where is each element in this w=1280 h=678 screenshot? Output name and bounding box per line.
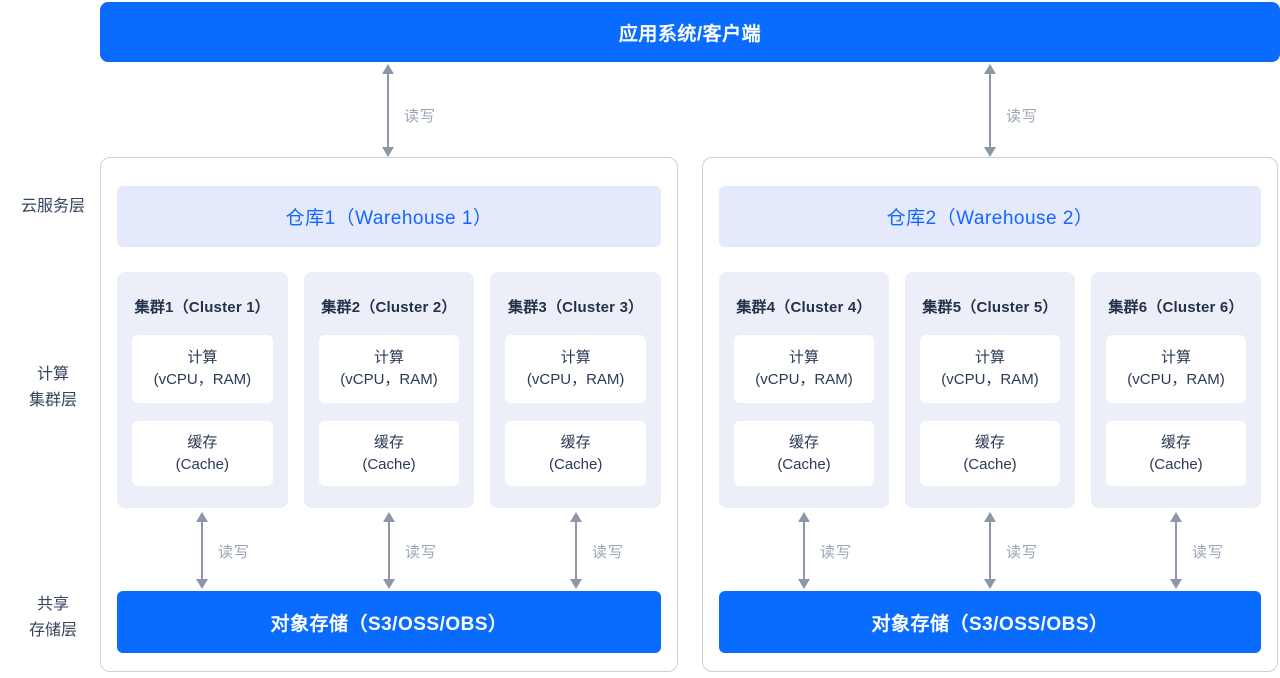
readwrite-label: 读写 [820,544,853,561]
readwrite-label: 读写 [592,544,625,561]
cache-name: 缓存 [1160,433,1191,451]
cluster-card-6: 集群6（Cluster 6） 计算 (vCPU，RAM) 缓存 (Cache) [1091,272,1261,508]
compute-detail: (vCPU，RAM) [153,371,252,388]
cache-detail: (Cache) [362,455,416,473]
compute-detail: (vCPU，RAM) [755,371,853,388]
compute-box: 计算 (vCPU，RAM) [1106,335,1246,403]
arrow-shaft [575,519,577,582]
cache-detail: (Cache) [549,455,603,473]
cluster-card-3: 集群3（Cluster 3） 计算 (vCPU，RAM) 缓存 (Cache) [490,272,662,508]
readwrite-label: 读写 [405,544,438,561]
warehouse-2-header: 仓库2（Warehouse 2） [719,186,1261,247]
cache-box: 缓存 (Cache) [318,421,460,486]
object-storage-label: 对象存储（S3/OSS/OBS） [270,613,508,635]
warehouse-1-header: 仓库1（Warehouse 1） [117,186,661,247]
readwrite-arrow-bottom-5 [984,512,996,589]
compute-detail: (vCPU，RAM) [340,371,438,388]
compute-box: 计算 (vCPU，RAM) [920,335,1060,403]
cache-detail: (Cache) [777,455,831,473]
cache-box: 缓存 (Cache) [505,421,647,486]
readwrite-arrow-bottom-2 [383,512,395,589]
readwrite-label: 读写 [1006,544,1039,561]
cache-box: 缓存 (Cache) [1106,421,1246,486]
cache-detail: (Cache) [175,455,230,473]
compute-name: 计算 [374,349,405,366]
compute-name: 计算 [187,349,218,366]
arrow-shaft [803,519,805,582]
cache-name: 缓存 [187,433,218,451]
layer-label-cloud-service: 云服务层 [20,198,85,215]
warehouse-2-title: 仓库2（Warehouse 2） [886,208,1094,229]
compute-box: 计算 (vCPU，RAM) [132,335,273,403]
arrow-shaft [1175,519,1177,582]
compute-detail: (vCPU，RAM) [526,371,625,388]
cache-name: 缓存 [788,433,819,451]
cache-box: 缓存 (Cache) [734,421,874,486]
cluster-card-5: 集群5（Cluster 5） 计算 (vCPU，RAM) 缓存 (Cache) [905,272,1075,508]
warehouse-panel-2: 仓库2（Warehouse 2） 集群4（Cluster 4） 计算 (vCPU… [702,157,1278,672]
compute-detail: (vCPU，RAM) [941,371,1039,388]
readwrite-arrow-bottom-1 [196,512,208,589]
warehouse-2-cluster-row: 集群4（Cluster 4） 计算 (vCPU，RAM) 缓存 (Cache) … [719,272,1261,508]
arrow-shaft [989,71,991,150]
compute-name: 计算 [1160,349,1191,366]
cluster-card-4: 集群4（Cluster 4） 计算 (vCPU，RAM) 缓存 (Cache) [719,272,889,508]
compute-name: 计算 [788,349,819,366]
cluster-card-2: 集群2（Cluster 2） 计算 (vCPU，RAM) 缓存 (Cache) [303,272,475,508]
cache-name: 缓存 [374,433,405,451]
cache-detail: (Cache) [963,455,1017,473]
readwrite-label: 读写 [404,108,437,125]
cache-box: 缓存 (Cache) [920,421,1060,486]
object-storage-bar-2: 对象存储（S3/OSS/OBS） [719,591,1261,653]
cluster-title: 集群1（Cluster 1） [134,299,270,316]
warehouse-1-cluster-row: 集群1（Cluster 1） 计算 (vCPU，RAM) 缓存 (Cache) … [117,272,662,508]
cluster-title: 集群2（Cluster 2） [321,299,457,316]
arrow-shaft [989,519,991,582]
readwrite-arrow-top-2 [984,64,996,157]
layer-label-compute-cluster: 计算 集群层 [28,366,77,409]
readwrite-label: 读写 [1192,544,1225,561]
cache-name: 缓存 [560,433,591,451]
object-storage-label: 对象存储（S3/OSS/OBS） [871,613,1109,635]
layer-label-shared-storage: 共享 存储层 [28,596,77,639]
warehouse-1-title: 仓库1（Warehouse 1） [285,208,493,229]
cluster-card-1: 集群1（Cluster 1） 计算 (vCPU，RAM) 缓存 (Cache) [117,272,288,508]
arrow-shaft [388,519,390,582]
readwrite-arrow-bottom-4 [798,512,810,589]
compute-detail: (vCPU，RAM) [1127,371,1225,388]
compute-box: 计算 (vCPU，RAM) [318,335,460,403]
arrow-shaft [201,519,203,582]
cluster-title: 集群6（Cluster 6） [1108,299,1244,316]
readwrite-label: 读写 [1006,108,1039,125]
cache-box: 缓存 (Cache) [132,421,273,486]
readwrite-arrow-bottom-3 [570,512,582,589]
cache-detail: (Cache) [1149,455,1203,473]
object-storage-bar-1: 对象存储（S3/OSS/OBS） [117,591,661,653]
cluster-title: 集群4（Cluster 4） [736,299,872,316]
warehouse-panel-1: 仓库1（Warehouse 1） 集群1（Cluster 1） 计算 (vCPU… [100,157,678,672]
arrow-shaft [387,71,389,150]
readwrite-arrow-top-1 [382,64,394,157]
app-client-bar-label: 应用系统/客户端 [618,23,762,45]
readwrite-arrow-bottom-6 [1170,512,1182,589]
compute-box: 计算 (vCPU，RAM) [734,335,874,403]
compute-name: 计算 [974,349,1005,366]
readwrite-label: 读写 [218,544,251,561]
cluster-title: 集群5（Cluster 5） [922,299,1058,316]
compute-name: 计算 [560,349,591,366]
cluster-title: 集群3（Cluster 3） [508,299,644,316]
app-client-bar: 应用系统/客户端 [100,2,1280,62]
cache-name: 缓存 [974,433,1005,451]
compute-box: 计算 (vCPU，RAM) [505,335,647,403]
